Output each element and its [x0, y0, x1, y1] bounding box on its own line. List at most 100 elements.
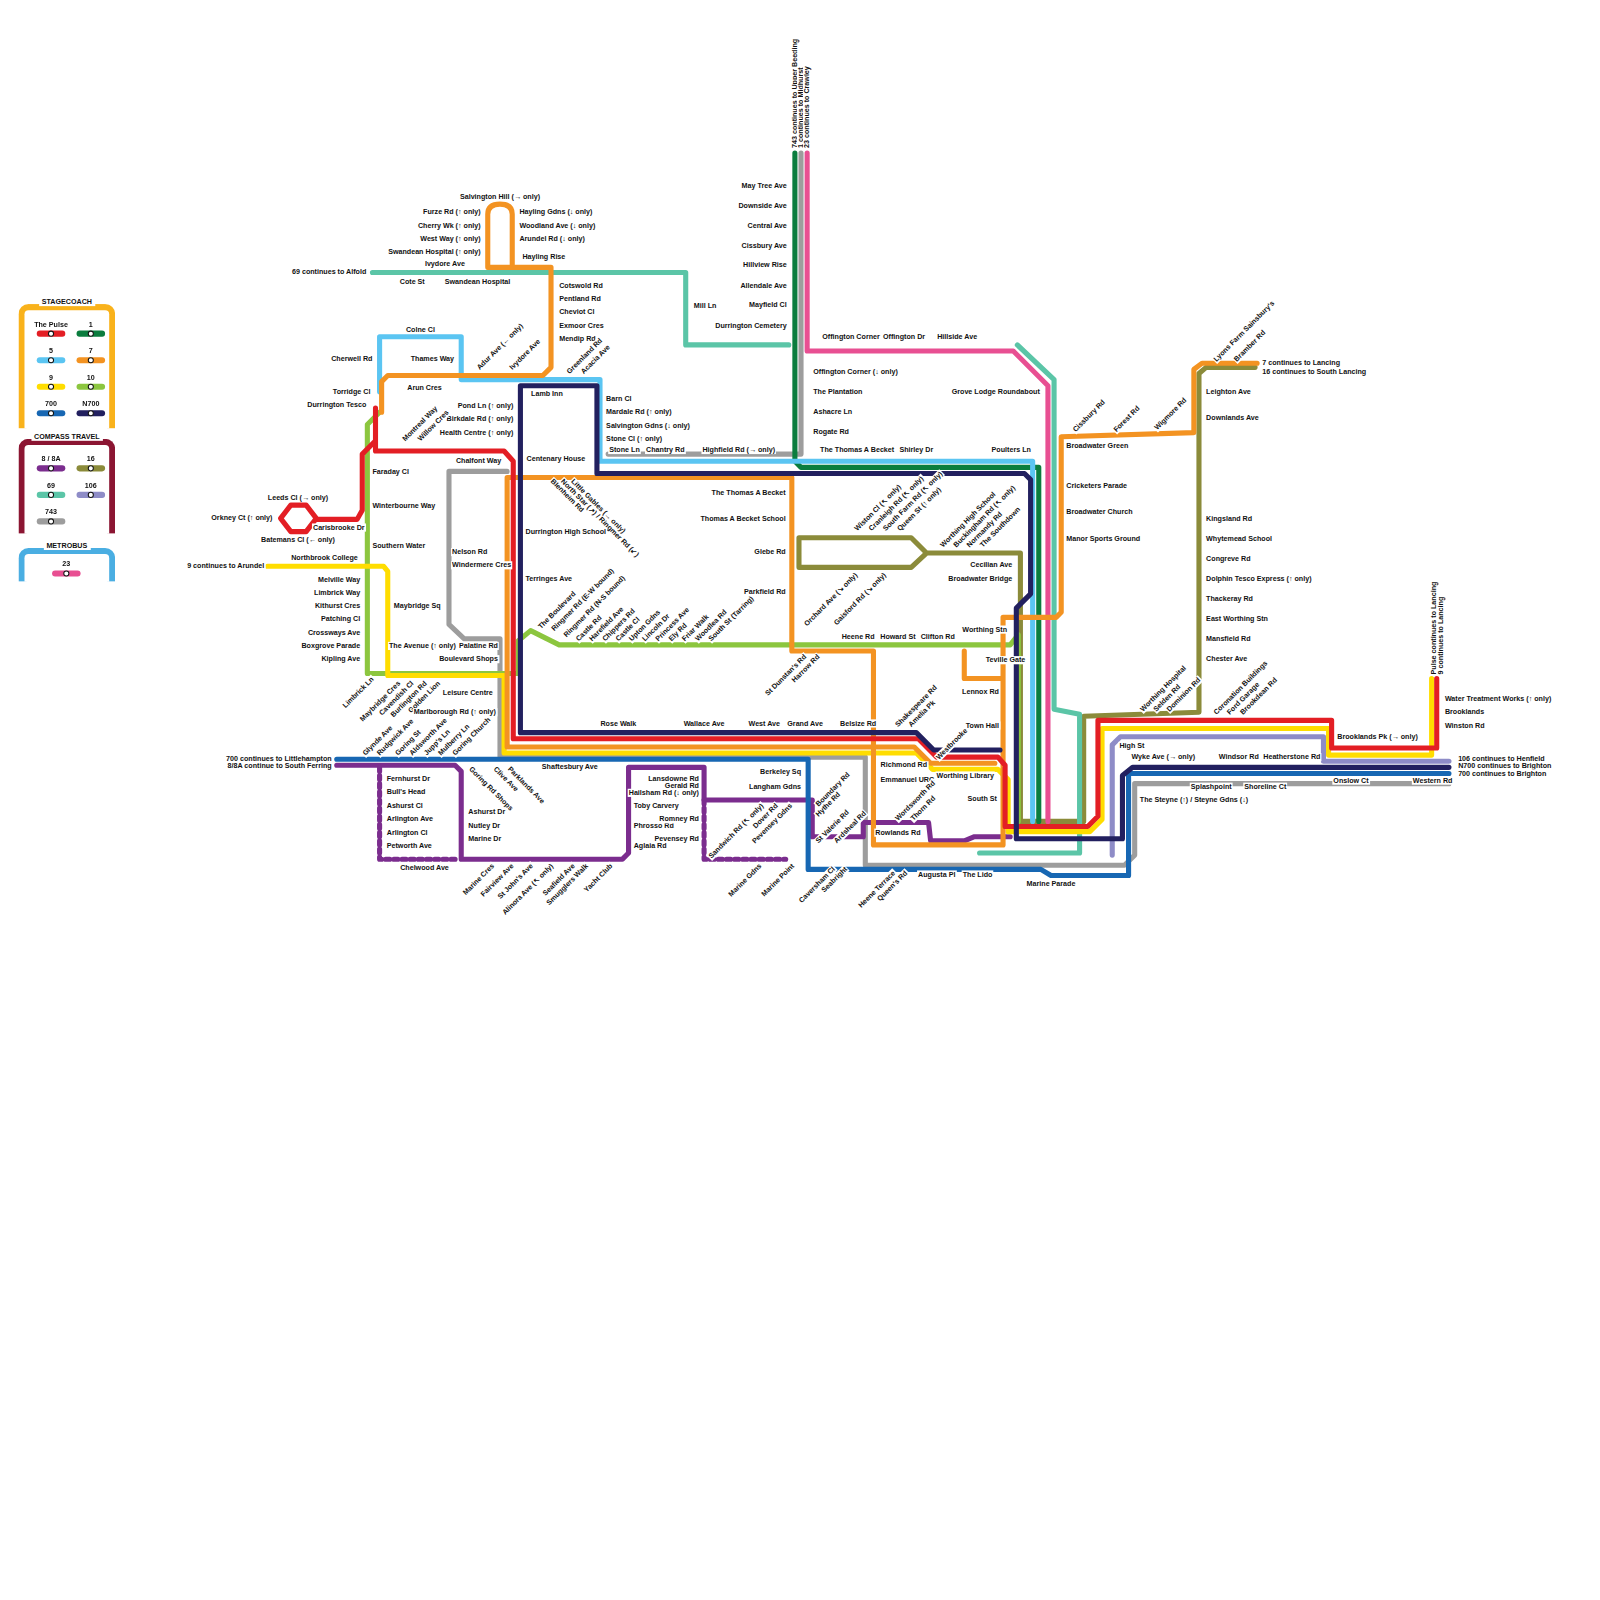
stop-name: Leeds Cl (→ only) [267, 494, 329, 502]
stop-name: Batemans Cl (← only) [260, 536, 336, 544]
stop-name: Marine Gdns [726, 861, 764, 899]
stop-name: Rowlands Rd [874, 829, 921, 837]
stop-name: Cherwell Rd [330, 355, 373, 363]
stop-name: Mansfield Rd [1205, 635, 1251, 643]
stop-name: Parkfield Rd [743, 588, 787, 596]
stop-dot [48, 331, 54, 337]
stop-name: Heene Rd [841, 633, 876, 641]
stop-name: The Thomas A Becket [819, 446, 895, 454]
stop-name: Aglaia Rd [633, 842, 668, 850]
stop-name: Leisure Centre [442, 689, 494, 697]
stop-name: Arundel Rd (↓ only) [518, 235, 586, 243]
legend-swatch [77, 410, 106, 416]
stop-name: Chelwood Ave [399, 864, 450, 872]
stop-name: Northbrook College [290, 554, 359, 562]
stop-name: Ashurst Cl [386, 802, 424, 810]
stop-name: Shirley Dr [898, 446, 934, 454]
stop-name: Leighton Ave [1205, 388, 1252, 396]
stop-name: Augusta Pl [917, 870, 956, 878]
stop-name: Birkdale Rd (↑ only) [446, 415, 515, 423]
stop-name: Dolphin Tesco Express (↑ only) [1205, 574, 1312, 582]
stop-name: Windermere Cres [451, 561, 512, 569]
stop-name: Chalfont Way [455, 457, 502, 465]
stop-dot [88, 465, 94, 471]
legend-text: 10 [87, 373, 95, 381]
stop-name: 9 continues to Lancing [1437, 596, 1445, 676]
stop-name: Durrington High School [524, 528, 607, 536]
stop-name: Belsize Rd [839, 719, 877, 727]
stop-dot [48, 465, 54, 471]
stop-name: High St [1118, 742, 1145, 750]
stop-name: Ashacre Ln [812, 408, 853, 416]
stop-name: Grove Lodge Roundabout [951, 388, 1041, 396]
stop-name: Rogate Rd [812, 428, 850, 436]
stop-name: Faraday Cl [371, 468, 410, 476]
stop-name: Wallace Ave [683, 719, 726, 727]
stop-name: Highfield Rd (→ only) [701, 446, 776, 454]
stop-name: Kithurst Cres [314, 602, 361, 610]
stop-name: Brooklands [1444, 708, 1485, 716]
stop-name: Swandean Hospital (↑ only) [387, 248, 482, 256]
stop-name: Ashurst Dr [467, 808, 506, 816]
stop-name: Lennox Rd [961, 688, 1000, 696]
stop-name: South Farm Rd (↖ only) [881, 469, 945, 533]
stop-dot [63, 570, 69, 576]
route-line [807, 153, 1048, 821]
stop-name: Woodland Ave (↓ only) [518, 221, 596, 229]
legend-panel: COMPASS TRAVEL [18, 439, 115, 534]
stop-dot [48, 492, 54, 498]
stop-name: Ivydore Ave [424, 260, 466, 268]
legend-swatch [37, 518, 66, 524]
stop-name: Marine Parade [1026, 880, 1077, 888]
stop-name: Water Treatment Works (↑ only) [1444, 695, 1552, 703]
stop-name: Palatine Rd [458, 642, 499, 650]
stop-name: Thackeray Rd [1205, 595, 1254, 603]
stop-name: 8/8A continue to South Ferring [226, 762, 332, 770]
stop-name: Worthing Stn [961, 626, 1008, 634]
stop-name: Ivydore Ave [507, 337, 542, 372]
stop-name: Fernhurst Dr [386, 774, 431, 782]
stop-name: Mendip Rd [558, 335, 597, 343]
stop-name: Cecilian Ave [969, 561, 1013, 569]
stop-name: Nutley Dr [467, 821, 501, 829]
stop-name: Offington Dr [882, 333, 926, 341]
stop-name: Carisbrooke Dr [312, 523, 366, 531]
stop-name: Teville Gate [985, 656, 1027, 664]
stop-name: Centenary House [526, 455, 587, 463]
stop-name: Toby Carvery [633, 802, 680, 810]
panel-heading: COMPASS TRAVEL [31, 433, 103, 441]
stop-name: Whytemead School [1205, 535, 1273, 543]
stop-name: Broadwater Green [1065, 442, 1129, 450]
stop-name: Swandean Hospital [444, 278, 512, 286]
legend-swatch [37, 492, 66, 498]
stop-name: Broadwater Bridge [947, 574, 1013, 582]
stop-name: Brooklands Pk (→ only) [1336, 733, 1419, 741]
panel-heading: METROBUS [43, 542, 90, 550]
stop-name: Arlington Ave [386, 815, 434, 823]
stop-name: Shaftesbury Ave [541, 763, 599, 771]
stop-name: Cissbury Rd [1071, 398, 1108, 435]
stop-name: The Lido [962, 870, 994, 878]
legend-swatch [37, 384, 66, 390]
legend-text: 5 [49, 347, 53, 355]
legend-swatch [37, 357, 66, 363]
legend-swatch [37, 331, 66, 337]
legend-text: N700 [82, 400, 99, 408]
legend-swatch [77, 492, 106, 498]
stop-name: Salvington Hill (→ only) [459, 193, 541, 201]
stop-name: Stone Ln [608, 446, 641, 454]
stop-name: Stone Cl (↑ only) [605, 435, 663, 443]
stop-name: Manor Sports Ground [1065, 535, 1141, 543]
stop-name: Exmoor Cres [558, 321, 605, 329]
stop-name: Orkney Ct (↑ only) [210, 514, 273, 522]
stop-name: East Worthing Stn [1205, 615, 1269, 623]
stop-name: Onslow Ct [1332, 777, 1369, 785]
stop-name: The Plantation [812, 388, 863, 396]
stop-name: The Avenue (↑ only) [388, 642, 457, 650]
stop-name: Offington Corner (↓ only) [812, 368, 899, 376]
stop-name: Marlborough Rd (↑ only) [413, 708, 497, 716]
stop-name: Marine Point [759, 861, 797, 899]
stop-name: Poulters Ln [991, 446, 1032, 454]
stop-dot [88, 384, 94, 390]
stop-name: Allendale Ave [739, 282, 787, 290]
